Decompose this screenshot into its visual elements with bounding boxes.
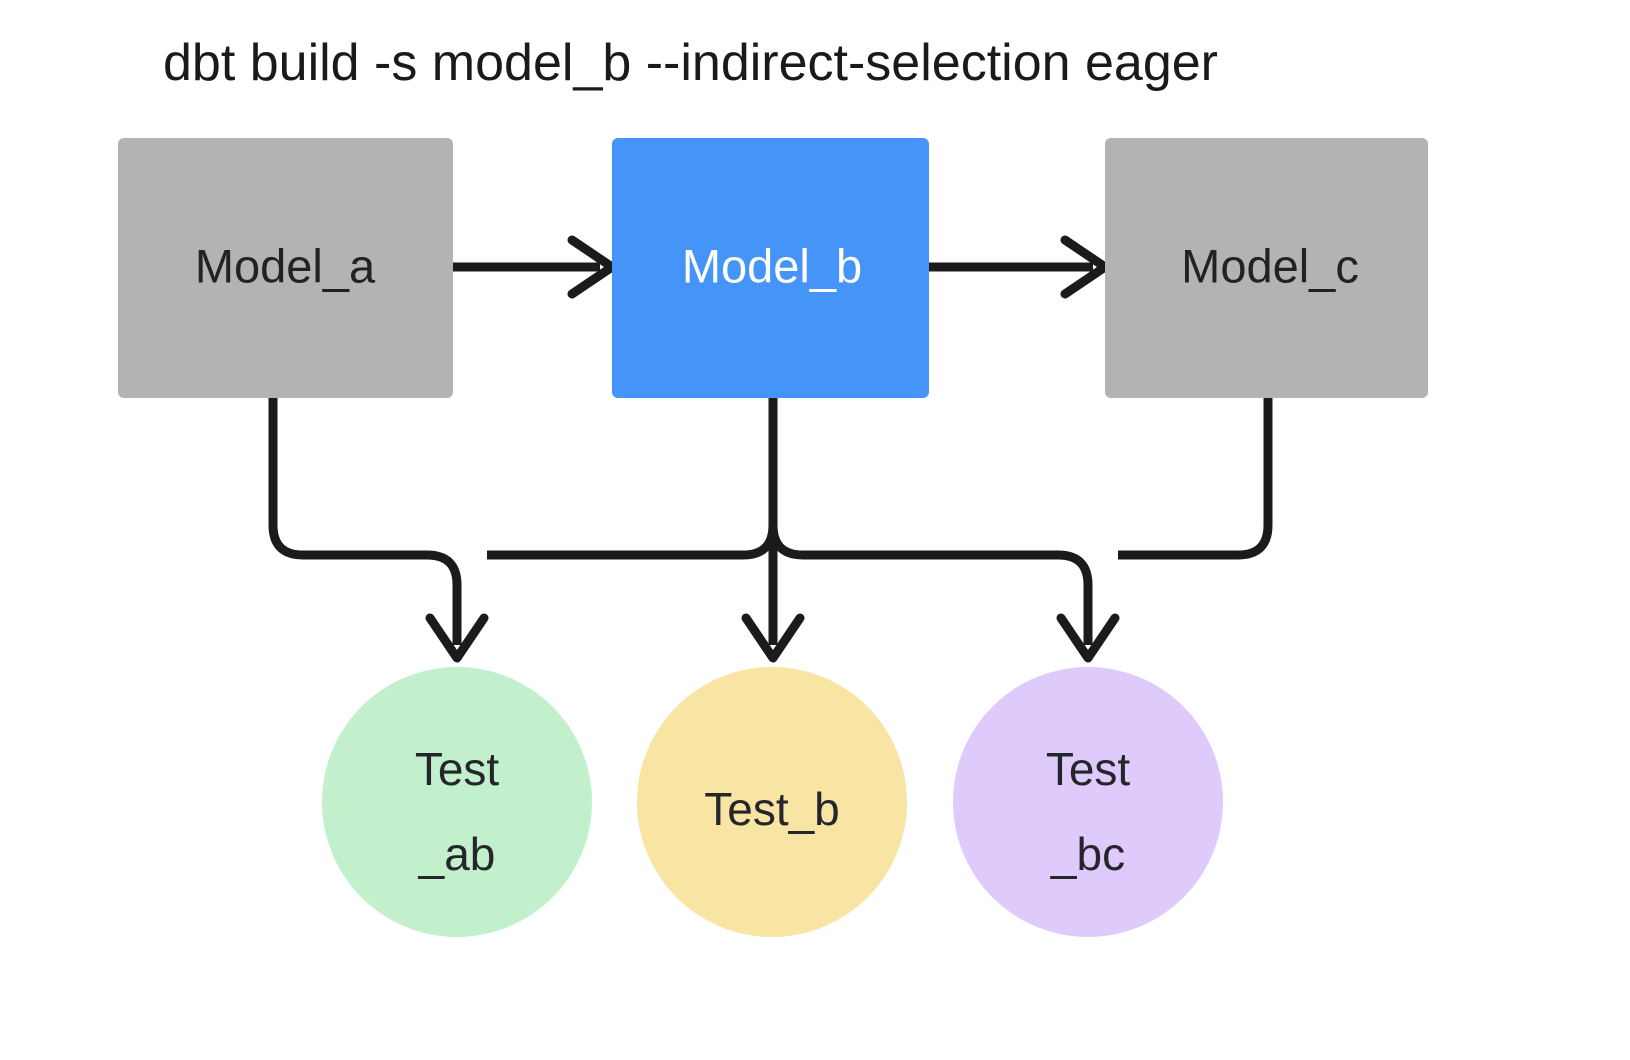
- edge-model-c-to-test-bc: [1118, 398, 1273, 560]
- model-c-box[interactable]: [1105, 138, 1428, 398]
- test-ab-label-line2: _ab: [418, 828, 496, 880]
- test-node-test-b[interactable]: Test_b: [637, 667, 907, 937]
- test-bc-label-line2: _bc: [1050, 828, 1125, 880]
- diagram-title: dbt build -s model_b --indirect-selectio…: [163, 34, 1218, 92]
- model-c-label: Model_c: [1181, 239, 1359, 292]
- edge-model-b-to-test-b: [741, 398, 805, 663]
- test-node-test-ab[interactable]: Test _ab: [322, 667, 592, 937]
- test-b-label-line1: Test_b: [704, 783, 840, 835]
- model-node-model-a[interactable]: Model_a: [118, 138, 453, 398]
- test-ab-circle[interactable]: [322, 667, 592, 937]
- model-b-label: Model_b: [682, 239, 862, 292]
- test-ab-label-line1: Test: [415, 743, 500, 795]
- test-bc-circle[interactable]: [953, 667, 1223, 937]
- edge-model-b-to-test-ab: [487, 398, 778, 560]
- model-node-model-b[interactable]: Model_b: [612, 138, 929, 398]
- edge-model-a-to-test-ab: [268, 398, 489, 663]
- model-b-box[interactable]: [612, 138, 929, 398]
- edge-layer: [268, 235, 1273, 663]
- model-a-label: Model_a: [195, 239, 376, 292]
- test-bc-label-line1: Test: [1046, 743, 1131, 795]
- test-b-circle[interactable]: [637, 667, 907, 937]
- model-a-box[interactable]: [118, 138, 453, 398]
- model-node-model-c[interactable]: Model_c: [1105, 138, 1428, 398]
- edge-model-b-to-model-c: [929, 235, 1110, 299]
- edge-model-b-to-test-bc: [768, 524, 1120, 663]
- test-node-test-bc[interactable]: Test _bc: [953, 667, 1223, 937]
- edge-model-a-to-model-b: [453, 235, 617, 299]
